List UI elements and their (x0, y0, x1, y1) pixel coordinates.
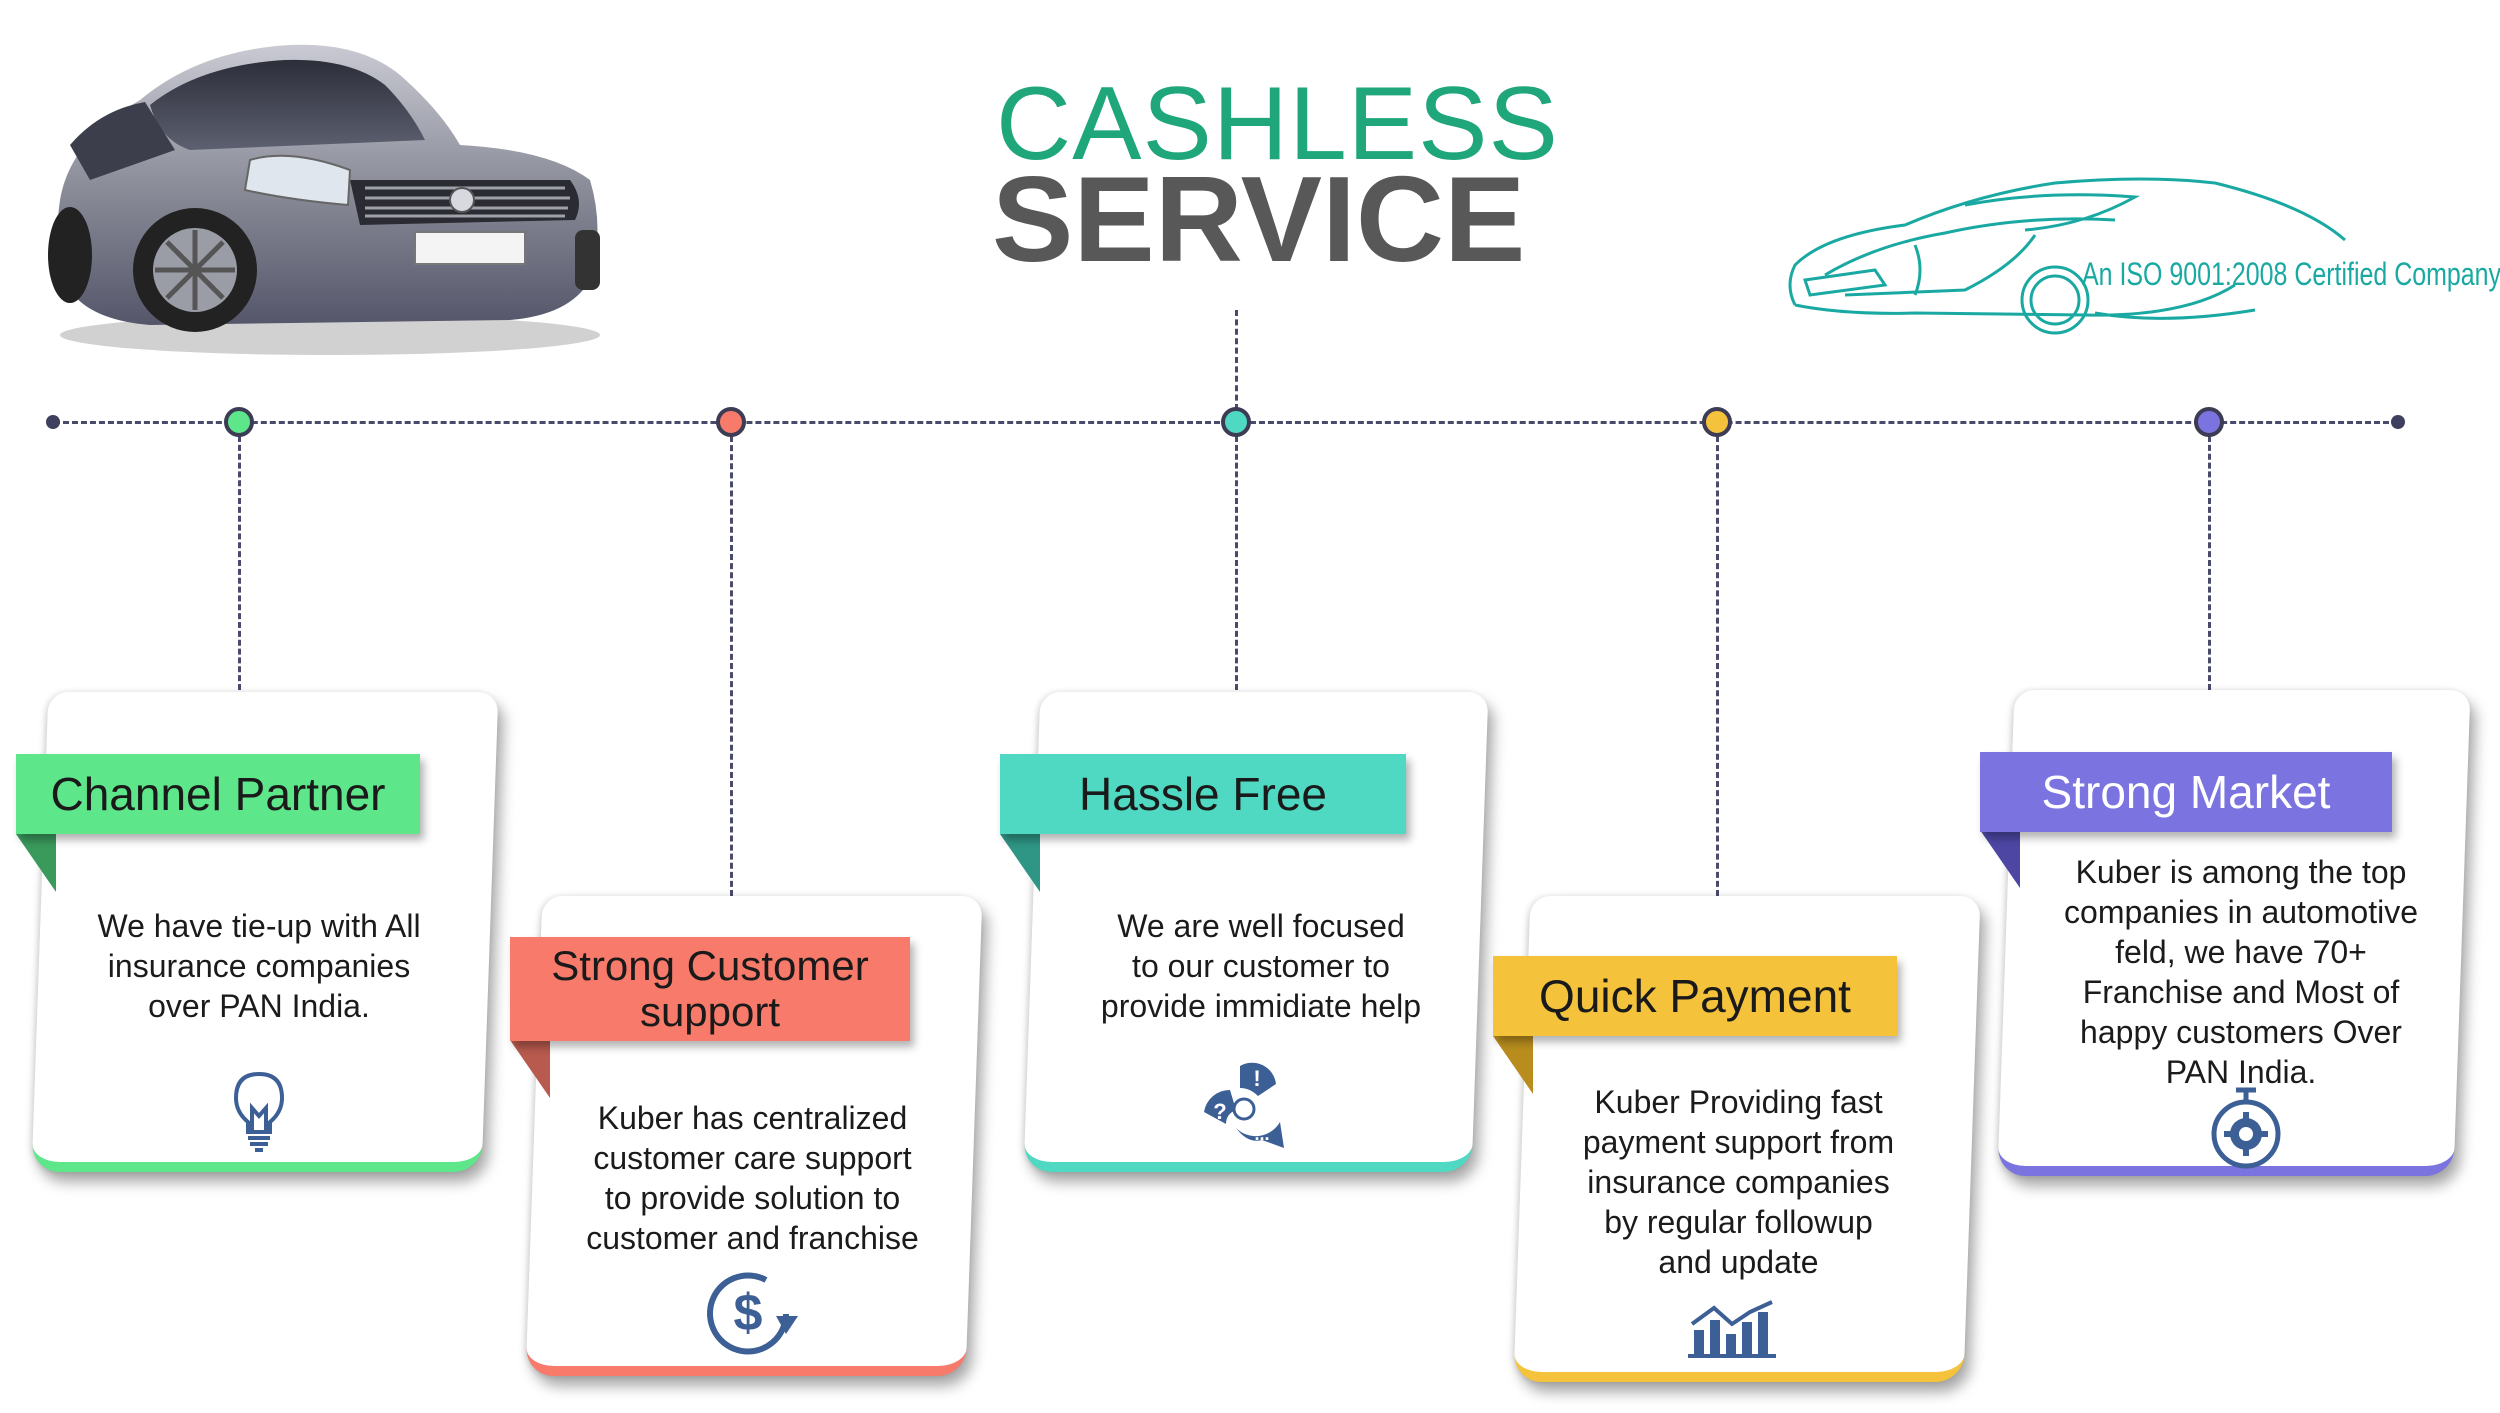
iso-certification-text: An ISO 9001:2008 Certified Company (2082, 256, 2500, 292)
card-heading: Strong Market (1980, 752, 2392, 832)
card-body: Kuber is among the top companies in auto… (2064, 854, 2418, 1090)
svg-text:?: ? (1213, 1099, 1226, 1124)
ribbon-fold (510, 1040, 550, 1098)
stopwatch-gear-icon (2211, 1087, 2281, 1169)
timeline-node-green (224, 407, 254, 437)
car-photo (48, 44, 600, 355)
timeline-node-red (716, 407, 746, 437)
timeline-node-teal (1221, 407, 1251, 437)
car-outline-logo (1788, 177, 2346, 335)
title-service: SERVICE (992, 151, 1526, 287)
connector-customer-support (730, 436, 733, 896)
title-cashless: CASHLESS (996, 66, 1559, 182)
connector-channel-partner (238, 436, 241, 690)
card-body: Kuber has centralized customer care supp… (586, 1100, 919, 1256)
card-heading: Quick Payment (1493, 956, 1897, 1036)
ribbon-fold (16, 834, 56, 892)
connector-quick-payment (1716, 436, 1719, 896)
connector-hassle-free-top (1235, 310, 1238, 410)
dollar-refresh-icon: $ (707, 1272, 798, 1355)
connector-hassle-free (1235, 436, 1238, 690)
timeline-node-purple (2194, 407, 2224, 437)
bar-chart-growth-icon (1688, 1300, 1776, 1358)
lightbulb-icon (233, 1071, 285, 1152)
card-heading: Channel Partner (16, 754, 420, 834)
timeline-node-yellow (1702, 407, 1732, 437)
connector-strong-market (2208, 436, 2211, 690)
card-body: Kuber Providing fast payment support fro… (1582, 1084, 1895, 1280)
ribbon-fold (1493, 1036, 1533, 1094)
help-chat-icon: ! ? ... (1204, 1062, 1284, 1148)
card-body: We are well focused to our customer to p… (1100, 908, 1422, 1024)
svg-text:!: ! (1253, 1066, 1260, 1091)
ribbon-fold (1980, 830, 2020, 888)
card-heading: Hassle Free (1000, 754, 1406, 834)
timeline-end-dot (2391, 415, 2405, 429)
svg-text:$: $ (734, 1284, 763, 1342)
ribbon-fold (1000, 834, 1040, 892)
card-heading: Strong Customer support (510, 937, 910, 1041)
svg-text:...: ... (1254, 1124, 1269, 1144)
card-body: We have tie-up with All insurance compan… (97, 908, 421, 1024)
timeline-start-dot (46, 415, 60, 429)
